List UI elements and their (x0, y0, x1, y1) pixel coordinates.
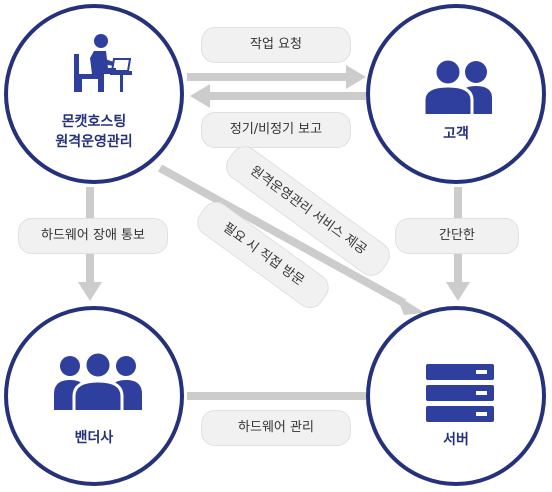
node-server-label: 서버 (443, 432, 469, 448)
label-report: 정기/비정기 보고 (201, 112, 351, 148)
node-customer: 고객 (366, 4, 546, 184)
user-group-icon (422, 58, 492, 114)
arrow-report (190, 84, 366, 108)
arrow-diagonal-head (396, 295, 425, 315)
node-customer-label: 고객 (443, 126, 469, 142)
node-monkeycat-line1: 몬캣호스팅 (61, 114, 127, 130)
node-monkeycat-line2: 원격운영관리 (55, 134, 133, 150)
node-vendor-label: 밴더사 (74, 430, 114, 446)
person-at-desk-icon (74, 34, 132, 92)
label-hw-management: 하드웨어 관리 (201, 410, 351, 446)
label-simple: 간단한 (395, 218, 519, 254)
label-work-request: 작업 요청 (201, 27, 351, 63)
arrow-hw-failure-head (78, 282, 102, 301)
node-monkeycat: 몬캣호스팅 원격운영관리 (4, 4, 184, 184)
user-group-icon (54, 352, 142, 410)
label-hw-failure: 하드웨어 장애 통보 (18, 218, 168, 254)
server-icon (426, 364, 494, 422)
arrow-diagonal (158, 164, 406, 307)
node-vendor: 밴더사 (4, 306, 184, 486)
arrow-simple-head (446, 282, 470, 301)
node-server: 서버 (366, 306, 546, 486)
arrow-work-request (187, 65, 366, 89)
